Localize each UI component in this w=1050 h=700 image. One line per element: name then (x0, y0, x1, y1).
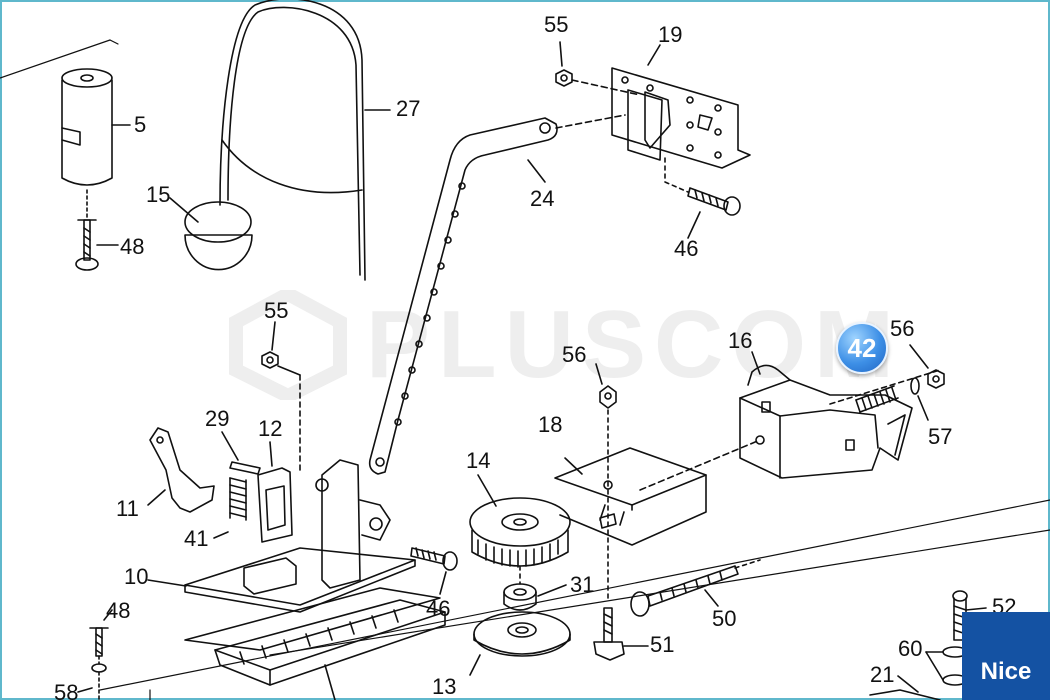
part-14-gear (469, 474, 571, 585)
part-label-55-top: 55 (544, 12, 569, 37)
part-label-19: 19 (658, 22, 683, 47)
part-10-base-plate (147, 459, 416, 613)
part-15-ball (169, 197, 253, 271)
part-label-27: 27 (396, 96, 421, 121)
part-label-56-right: 56 (890, 316, 915, 341)
part-label-41: 41 (184, 526, 209, 551)
part-13-washer (469, 611, 571, 676)
part-24-arm (368, 114, 626, 475)
part-label-13: 13 (432, 674, 457, 699)
part-11-lever (147, 427, 215, 513)
part-label-50: 50 (712, 606, 737, 631)
part-label-57: 57 (928, 424, 953, 449)
part-19-bracket (611, 44, 751, 169)
part-60-washers (925, 646, 968, 686)
part-18-bracket (554, 409, 761, 601)
part-label-11: 11 (116, 496, 139, 521)
part-label-56-mid: 56 (562, 342, 587, 367)
part-21-plate (869, 675, 941, 700)
part-55-nut-lower (261, 321, 301, 471)
part-16-bracket (739, 351, 941, 479)
part-label-46-mid: 46 (426, 596, 451, 621)
part-12-plate (257, 441, 293, 543)
part-46-screw (664, 157, 741, 239)
part-42-spring (855, 385, 899, 413)
part-label-31: 31 (570, 572, 595, 597)
part-label-24: 24 (530, 186, 555, 211)
part-56-nut (595, 363, 617, 409)
part-27-cable (219, 0, 391, 281)
part-48-screw (75, 219, 119, 271)
base-outline (0, 39, 1050, 700)
part-57-washer (910, 377, 929, 421)
part-label-15: 15 (146, 182, 171, 207)
part-58-leader (77, 687, 93, 693)
part-51-bolt (593, 607, 649, 661)
part-label-21: 21 (870, 662, 895, 687)
part-rack (184, 587, 446, 700)
part-31-bearing (503, 583, 567, 611)
part-label-29: 29 (205, 406, 230, 431)
part-label-12: 12 (258, 416, 283, 441)
part-46-screw-lower (410, 547, 458, 595)
part-label-16: 16 (728, 328, 753, 353)
part-55-nut (555, 41, 641, 96)
brand-logo: Nice (962, 612, 1050, 700)
part-label-55-mid: 55 (264, 298, 289, 323)
brand-logo-text: Nice (980, 658, 1032, 685)
part-label-14: 14 (466, 448, 491, 473)
part-label-51: 51 (650, 632, 675, 657)
part-5-cylinder (61, 68, 131, 219)
part-label-48-top: 48 (120, 234, 145, 259)
part-50-bolt (630, 559, 761, 617)
part-label-58: 58 (54, 680, 79, 700)
part-41-spring (213, 477, 247, 539)
part-label-60: 60 (898, 636, 923, 661)
highlighted-part-badge[interactable]: 42 (836, 322, 888, 374)
part-label-10: 10 (124, 564, 149, 589)
part-56-nut-right (909, 344, 945, 389)
part-label-5: 5 (134, 112, 147, 137)
part-label-48-lower: 48 (106, 598, 131, 623)
part-48-screw-lower (89, 609, 113, 700)
part-29-pin (221, 431, 261, 475)
part-label-18: 18 (538, 412, 563, 437)
part-label-46-top: 46 (674, 236, 699, 261)
